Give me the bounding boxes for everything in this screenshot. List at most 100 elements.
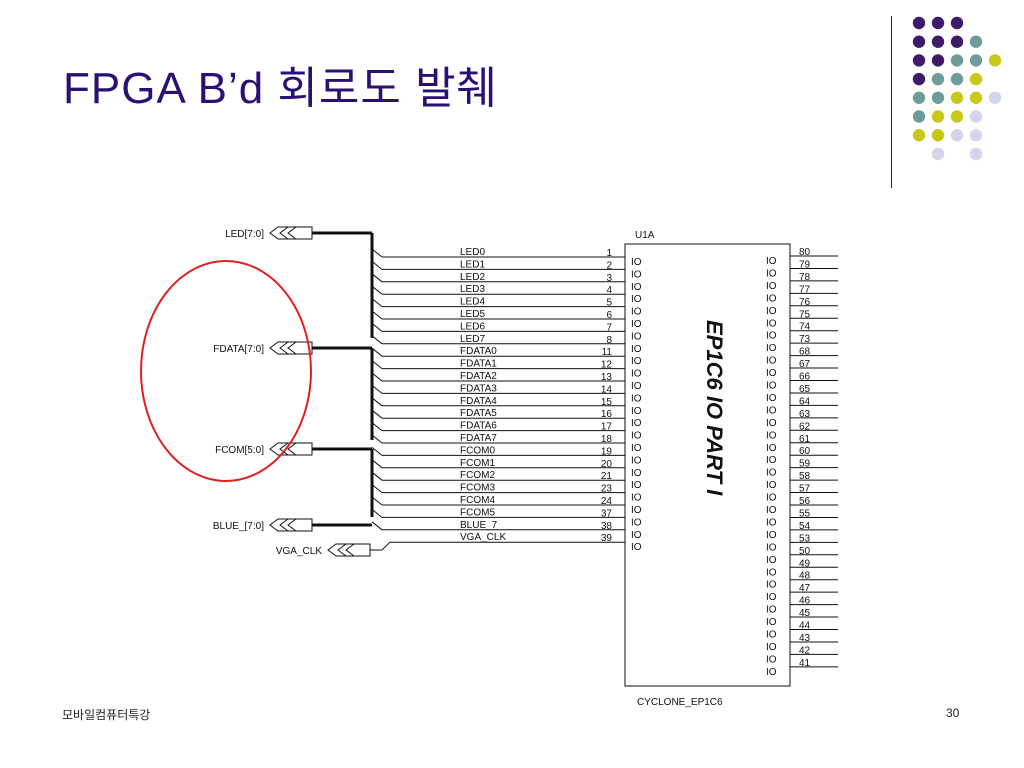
bus-label: FDATA[7:0] bbox=[213, 344, 264, 355]
pin-io-label: IO bbox=[766, 281, 777, 292]
bus-label: VGA_CLK bbox=[276, 546, 322, 557]
pin-number: 17 bbox=[601, 422, 613, 433]
decorative-dot bbox=[912, 91, 926, 105]
pin-io-label: IO bbox=[766, 368, 777, 379]
net-name: FDATA3 bbox=[460, 383, 497, 394]
net-name: FDATA7 bbox=[460, 433, 497, 444]
pin-io-label: IO bbox=[766, 293, 777, 304]
pin-io-label: IO bbox=[631, 257, 642, 268]
pin-io-label: IO bbox=[766, 542, 777, 553]
pin-number: 68 bbox=[799, 347, 811, 358]
pin-io-label: IO bbox=[766, 630, 777, 641]
bus-tap bbox=[371, 285, 383, 295]
pin-number: 66 bbox=[799, 372, 811, 383]
pin-number: 18 bbox=[601, 434, 613, 445]
port-chevron bbox=[287, 518, 297, 532]
decorative-dot bbox=[969, 129, 983, 142]
decorative-dot bbox=[988, 54, 1002, 67]
bus-label: FCOM[5:0] bbox=[215, 445, 264, 456]
port-outline bbox=[269, 442, 313, 456]
pin-number: 76 bbox=[799, 297, 811, 308]
pin-number: 54 bbox=[799, 521, 811, 532]
footer-page-number: 30 bbox=[946, 706, 960, 720]
net-name: FCOM5 bbox=[460, 507, 495, 518]
port-chevron bbox=[337, 543, 347, 557]
decorative-dot bbox=[931, 54, 945, 67]
pin-number: 46 bbox=[799, 596, 811, 607]
net-name: BLUE_7 bbox=[460, 520, 498, 531]
pin-io-label: IO bbox=[631, 431, 642, 442]
net-name: FCOM0 bbox=[460, 445, 495, 456]
decorative-dot bbox=[931, 16, 945, 30]
port-chevron bbox=[287, 226, 297, 240]
pin-number: 53 bbox=[799, 533, 811, 544]
port-chevron bbox=[345, 543, 355, 557]
pin-io-label: IO bbox=[631, 269, 642, 280]
pin-number: 1 bbox=[606, 248, 612, 259]
bus-tap bbox=[371, 372, 383, 382]
pin-io-label: IO bbox=[631, 282, 642, 293]
decorative-dot bbox=[950, 110, 964, 123]
decorative-dot bbox=[912, 110, 926, 123]
bus-label: BLUE_[7:0] bbox=[213, 521, 264, 532]
pin-number: 3 bbox=[606, 273, 612, 284]
decorative-dot bbox=[931, 110, 945, 123]
bus-tap bbox=[371, 347, 383, 357]
bus-tap bbox=[371, 471, 383, 481]
net-name: FCOM4 bbox=[460, 495, 495, 506]
pin-number: 61 bbox=[799, 434, 811, 445]
pin-number: 49 bbox=[799, 558, 811, 569]
pin-number: 56 bbox=[799, 496, 811, 507]
pin-number: 60 bbox=[799, 446, 811, 457]
pin-io-label: IO bbox=[766, 306, 777, 317]
pin-number: 74 bbox=[799, 322, 811, 333]
bus-tap bbox=[371, 248, 383, 258]
bus-tap bbox=[371, 323, 383, 332]
decorative-dot bbox=[950, 35, 964, 48]
pin-number: 39 bbox=[601, 533, 613, 544]
port-chevron bbox=[279, 518, 289, 532]
pin-number: 11 bbox=[602, 347, 613, 358]
pin-number: 63 bbox=[799, 409, 811, 420]
net-name: FDATA1 bbox=[460, 359, 497, 370]
net-name: FDATA5 bbox=[460, 408, 497, 419]
port-chevron bbox=[279, 442, 289, 456]
pin-io-label: IO bbox=[631, 294, 642, 305]
bus-tap bbox=[371, 397, 383, 407]
pin-io-label: IO bbox=[631, 493, 642, 504]
bus-tap bbox=[371, 385, 383, 394]
pin-io-label: IO bbox=[631, 517, 642, 528]
component-body-label: EP1C6 IO PART I bbox=[702, 320, 727, 496]
pin-io-label: IO bbox=[631, 505, 642, 516]
port-symbol bbox=[269, 341, 313, 355]
net-name: FDATA2 bbox=[460, 371, 497, 382]
pin-io-label: IO bbox=[766, 405, 777, 416]
pin-number: 80 bbox=[799, 247, 811, 258]
pin-number: 13 bbox=[601, 372, 613, 383]
fpga-component-body bbox=[624, 243, 791, 687]
pin-io-label: IO bbox=[766, 493, 777, 504]
port-symbol bbox=[269, 518, 313, 532]
decorative-dot-grid bbox=[912, 16, 1002, 161]
footer-course-name: 모바일컴퓨터특강 bbox=[62, 708, 151, 722]
net-name: FDATA6 bbox=[460, 421, 497, 432]
pin-number: 12 bbox=[601, 360, 613, 371]
pin-number: 16 bbox=[601, 409, 613, 420]
pin-io-label: IO bbox=[766, 517, 777, 528]
pin-number: 42 bbox=[799, 645, 811, 656]
port-outline bbox=[269, 518, 313, 532]
pin-io-label: IO bbox=[766, 555, 777, 566]
net-name: LED5 bbox=[460, 309, 485, 320]
pin-io-label: IO bbox=[631, 480, 642, 491]
bus-tap bbox=[381, 541, 391, 551]
pin-number: 78 bbox=[799, 272, 811, 283]
pin-io-label: IO bbox=[766, 567, 777, 578]
pin-io-label: IO bbox=[766, 654, 777, 665]
pin-io-label: IO bbox=[631, 344, 642, 355]
decorative-dot bbox=[912, 129, 926, 142]
decorative-dot bbox=[931, 91, 945, 105]
decorative-dot bbox=[950, 91, 964, 105]
pin-io-label: IO bbox=[766, 592, 777, 603]
decorative-dot bbox=[931, 129, 945, 142]
pin-io-label: IO bbox=[766, 356, 777, 367]
